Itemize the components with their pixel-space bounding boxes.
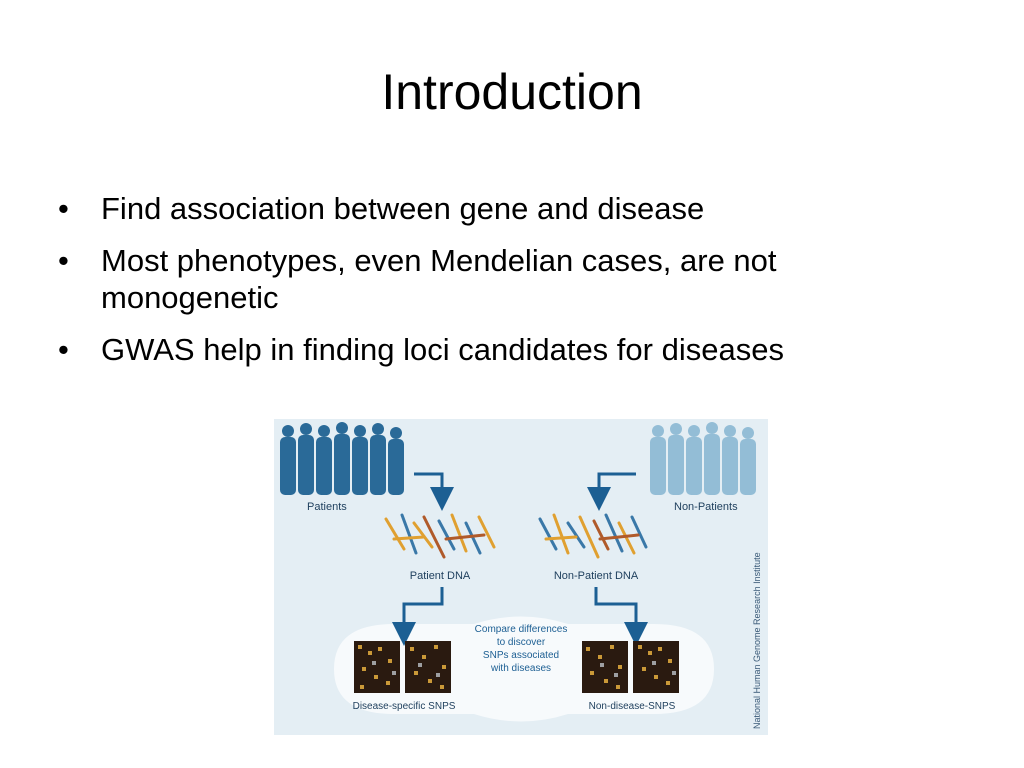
gwas-diagram: Patients Non-Patients [274,419,768,735]
compare-line-3: SNPs associated [483,650,559,661]
bullet-dot-icon: • [58,191,69,226]
bullet-list: • Find association between gene and dise… [58,190,958,383]
non-patients-label: Non-Patients [674,501,738,513]
patient-dna-label: Patient DNA [410,570,471,582]
bullet-text: Most phenotypes, even Mendelian cases, a… [101,243,777,315]
non-patient-dna-label: Non-Patient DNA [554,570,639,582]
bullet-item: • Find association between gene and dise… [58,190,958,227]
non-patient-dna-icon [538,513,648,559]
disease-snps-label: Disease-specific SNPS [353,701,456,712]
disease-snp-chip-icon [354,641,451,693]
arrow-patients-to-dna-icon [414,472,454,511]
bullet-dot-icon: • [58,243,69,278]
bullet-dot-icon: • [58,332,69,367]
bullet-text: Find association between gene and diseas… [101,191,705,226]
compare-line-1: Compare differences [475,624,568,635]
non-patients-crowd-icon [650,422,756,495]
patient-dna-icon [384,513,496,559]
arrow-non-patients-to-dna-icon [587,472,636,511]
compare-line-4: with diseases [490,663,551,674]
compare-line-2: to discover [497,637,546,648]
slide-title: Introduction [381,64,643,120]
credit-text: National Human Genome Research Institute [752,552,762,729]
arrow-non-patient-dna-to-chip-icon [594,587,648,646]
arrow-patient-dna-to-chip-icon [392,587,444,646]
bullet-item: • GWAS help in finding loci candidates f… [58,331,958,368]
patients-crowd-icon [280,422,404,495]
bullet-item: • Most phenotypes, even Mendelian cases,… [58,242,958,316]
bullet-text: GWAS help in finding loci candidates for… [101,332,784,367]
non-disease-snp-chip-icon [582,641,679,693]
patients-label: Patients [307,501,347,513]
non-disease-snps-label: Non-disease-SNPS [589,701,676,712]
